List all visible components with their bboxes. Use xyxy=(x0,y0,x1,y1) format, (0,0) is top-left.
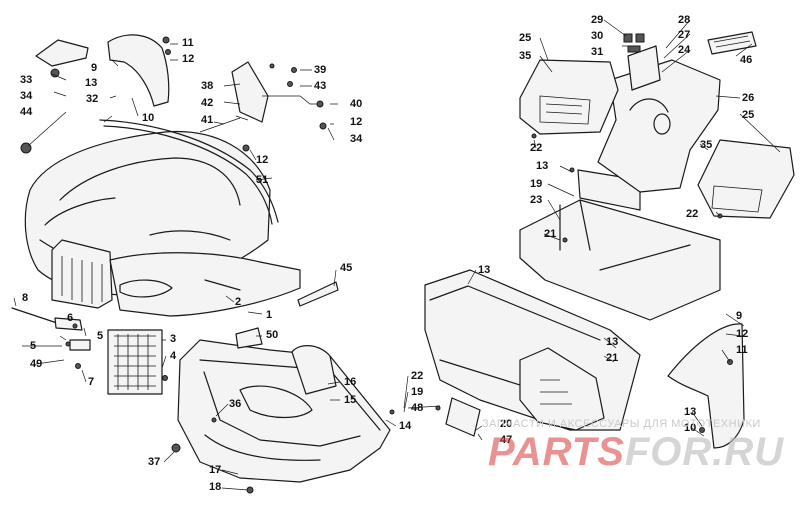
callout-13: 13 xyxy=(536,160,549,172)
callout-47: 47 xyxy=(500,434,513,446)
callout-27: 27 xyxy=(678,29,691,41)
callout-35: 35 xyxy=(519,50,532,62)
callout-11: 11 xyxy=(182,37,194,49)
watermark-brand-part2: FOR.RU xyxy=(624,430,785,474)
callout-1: 1 xyxy=(266,309,273,321)
callout-51: 51 xyxy=(256,174,269,186)
bulkhead-panel xyxy=(389,269,641,437)
headlight-bracket xyxy=(20,39,89,154)
watermark-logo: PARTSFOR.RU xyxy=(488,430,784,474)
callout-37: 37 xyxy=(148,456,161,468)
callout-5: 5 xyxy=(97,330,104,342)
cargo-bed xyxy=(519,167,721,321)
callout-12: 12 xyxy=(736,328,749,340)
callout-49: 49 xyxy=(30,358,43,370)
callout-19: 19 xyxy=(411,386,424,398)
callout-41: 41 xyxy=(201,114,214,126)
callout-12: 12 xyxy=(182,53,195,65)
callout-33: 33 xyxy=(20,74,33,86)
callout-13: 13 xyxy=(684,406,697,418)
callout-50: 50 xyxy=(266,329,279,341)
callout-31: 31 xyxy=(591,46,604,58)
callout-15: 15 xyxy=(344,394,357,406)
callout-39: 39 xyxy=(314,64,327,76)
watermark-brand-part1: PARTS xyxy=(488,430,625,474)
callout-34: 34 xyxy=(20,90,33,102)
seat-left xyxy=(519,59,619,139)
callout-28: 28 xyxy=(678,14,691,26)
callout-12: 12 xyxy=(256,154,269,166)
watermark-caption: ЗАПЧАСТИ И АКСЕССУАРЫ ДЛЯ МОТОТЕХНИКИ xyxy=(482,418,761,430)
callout-22: 22 xyxy=(686,208,699,220)
callout-11: 11 xyxy=(736,344,748,356)
hood-trim-strip xyxy=(99,119,279,225)
callout-12: 12 xyxy=(350,116,363,128)
hood-lower-panel xyxy=(109,252,301,317)
decal-45 xyxy=(297,281,339,307)
leader-lines xyxy=(13,19,781,491)
callout-22: 22 xyxy=(411,370,424,382)
seat-right xyxy=(697,139,795,219)
callout-16: 16 xyxy=(344,376,357,388)
callout-13: 13 xyxy=(85,77,98,89)
callout-8: 8 xyxy=(22,292,29,304)
hood-grille xyxy=(51,239,113,309)
callout-2: 2 xyxy=(235,296,242,308)
callout-35: 35 xyxy=(700,139,713,151)
front-grille-mesh xyxy=(107,329,168,395)
callout-13: 13 xyxy=(606,336,619,348)
callout-19: 19 xyxy=(530,178,543,190)
callout-42: 42 xyxy=(201,97,214,109)
callout-25: 25 xyxy=(742,109,755,121)
callout-30: 30 xyxy=(591,30,604,42)
callout-32: 32 xyxy=(86,93,99,105)
callout-46: 46 xyxy=(740,54,753,66)
callout-6: 6 xyxy=(67,312,74,324)
callout-21: 21 xyxy=(606,352,619,364)
callout-34: 34 xyxy=(350,133,363,145)
callout-44: 44 xyxy=(20,106,33,118)
callout-20: 20 xyxy=(500,418,513,430)
callout-25: 25 xyxy=(519,32,532,44)
callout-7: 7 xyxy=(88,376,95,388)
center-console xyxy=(597,33,721,193)
callout-21: 21 xyxy=(544,228,557,240)
callout-14: 14 xyxy=(399,420,412,432)
callout-10: 10 xyxy=(142,112,155,124)
callout-13: 13 xyxy=(478,264,491,276)
tow-hook xyxy=(11,307,91,369)
callout-36: 36 xyxy=(229,398,242,410)
callout-4: 4 xyxy=(170,350,177,362)
mirror-bracket xyxy=(199,61,327,152)
callout-9: 9 xyxy=(736,310,743,322)
callout-38: 38 xyxy=(201,80,214,92)
callout-10: 10 xyxy=(684,422,697,434)
callout-45: 45 xyxy=(340,262,353,274)
callout-26: 26 xyxy=(742,92,755,104)
callout-18: 18 xyxy=(209,481,222,493)
callout-24: 24 xyxy=(678,44,691,56)
front-storage-tub xyxy=(171,327,391,494)
callout-23: 23 xyxy=(530,194,543,206)
callout-40: 40 xyxy=(350,98,363,110)
callout-9: 9 xyxy=(91,62,98,74)
callout-29: 29 xyxy=(591,14,604,26)
fender-flare-left xyxy=(107,34,171,107)
decal-46 xyxy=(707,31,757,55)
callout-22: 22 xyxy=(530,142,543,154)
callout-5: 5 xyxy=(30,340,37,352)
callout-43: 43 xyxy=(314,80,327,92)
callout-3: 3 xyxy=(170,333,177,345)
callout-17: 17 xyxy=(209,464,222,476)
callout-48: 48 xyxy=(411,402,424,414)
